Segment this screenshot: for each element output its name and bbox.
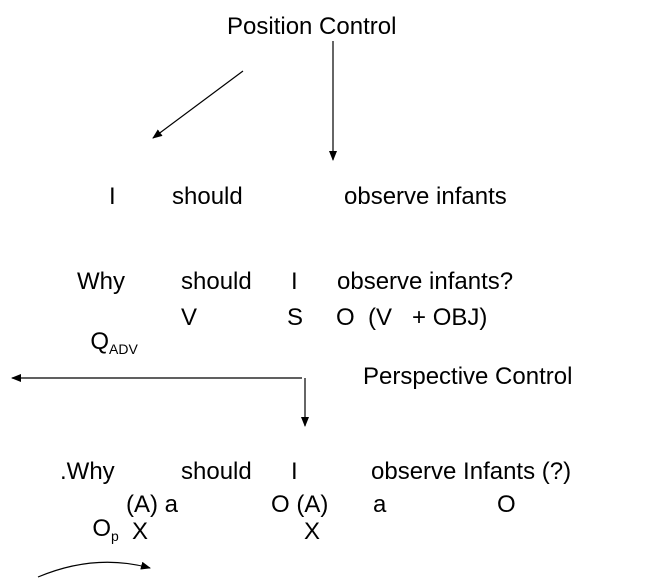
line1-word-should: should: [172, 183, 243, 210]
gloss2-o2: O (A): [271, 491, 329, 518]
mark-x-1: X: [132, 518, 149, 545]
line1-word-i: I: [109, 183, 116, 210]
gloss2-a2: a: [373, 491, 387, 518]
title-position-control: Position Control: [227, 13, 397, 40]
gloss1-q-adv: QADV: [77, 306, 138, 357]
line3-rest: observe Infants (?): [371, 458, 572, 485]
gloss2-o-subscript: p: [111, 528, 119, 544]
gloss1-s: S: [287, 304, 304, 331]
question-i: I: [291, 268, 298, 295]
arrow-curved-op-to-x: [37, 561, 151, 578]
gloss1-rest: O (V + OBJ): [336, 304, 488, 331]
line1-rest: observe infants: [344, 183, 507, 210]
perspective-control-label: Perspective Control: [363, 363, 573, 390]
gloss2-op: Op: [79, 493, 119, 544]
question-why: Why: [77, 268, 125, 295]
gloss1-q: Q: [90, 328, 110, 355]
gloss1-v: V: [181, 304, 198, 331]
mark-x-2: X: [304, 518, 321, 545]
line3-i: I: [291, 458, 298, 485]
gloss2-o3: O: [497, 491, 516, 518]
arrow-diagonal-to-i: [152, 70, 244, 139]
gloss1-q-subscript: ADV: [109, 341, 138, 357]
gloss2-o: O: [92, 515, 112, 542]
question-should: should: [181, 268, 252, 295]
question-rest: observe infants?: [337, 268, 514, 295]
line3-should: should: [181, 458, 252, 485]
line3-why: .Why: [60, 458, 115, 485]
gloss2-a1: (A) a: [126, 491, 179, 518]
